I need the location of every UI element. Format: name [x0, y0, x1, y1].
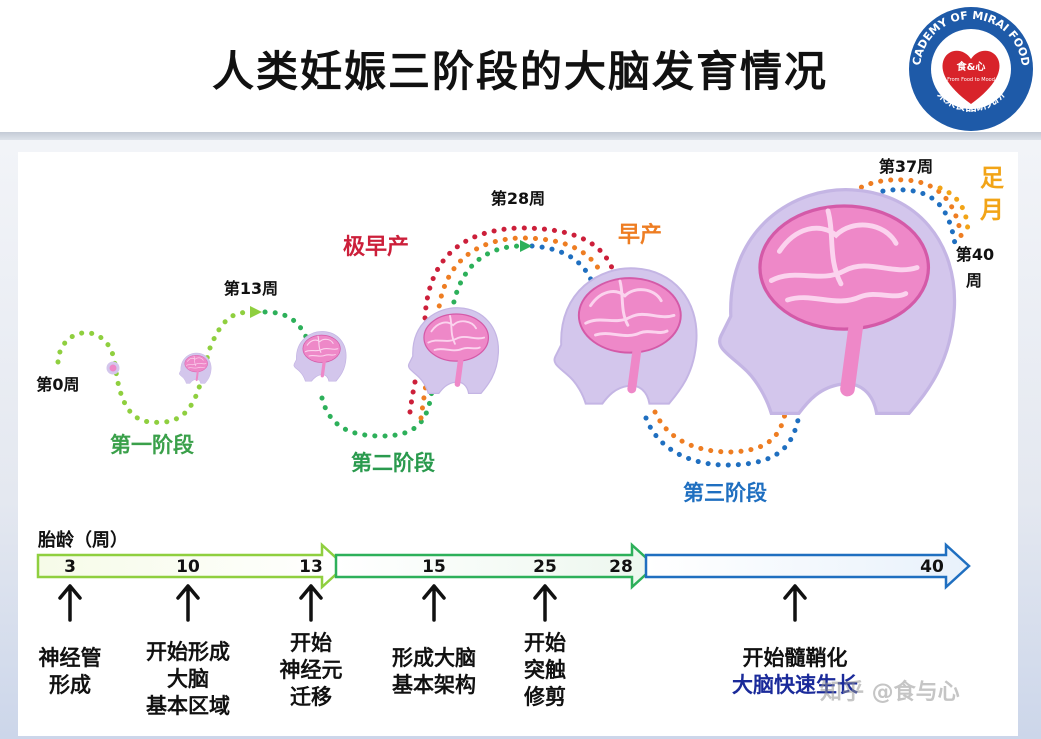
annotation-myelination: 开始髓鞘化大脑快速生长 — [732, 646, 858, 697]
tick-28: 28 — [609, 557, 633, 577]
up-arrow-icon — [533, 584, 557, 622]
brain-stem — [840, 308, 865, 397]
late-curve-blue — [843, 187, 958, 247]
logo-heart-subtext: From Food to Mood — [947, 77, 995, 83]
annotation-synaptic-pruning: 开始突触修剪 — [524, 631, 566, 709]
tick-25: 25 — [533, 557, 557, 577]
full-term-label-line2: 月 — [979, 196, 1004, 224]
brain-stem — [320, 357, 327, 378]
week-28-label: 第28周 — [491, 189, 545, 208]
tick-10: 10 — [176, 557, 200, 577]
stage3-label: 第三阶段 — [683, 481, 767, 505]
brain-stem — [454, 353, 464, 387]
up-arrow-icon — [783, 584, 807, 622]
logo-heart-text: 食&心 — [956, 60, 986, 73]
extreme-preterm-curve-high — [422, 225, 615, 321]
page-title: 人类妊娠三阶段的大脑发育情况 — [211, 47, 828, 96]
annotation-neuron-migration: 开始神经元迁移 — [279, 631, 343, 709]
extreme-preterm-label: 极早产 — [343, 235, 409, 260]
full-term-label-line1: 足 — [980, 164, 1004, 192]
brain-head-week-10 — [179, 352, 212, 384]
stage1-arrow-icon — [250, 306, 262, 318]
up-arrow-icon — [299, 584, 323, 622]
brain-head-week-28 — [553, 267, 698, 405]
brain-stem — [195, 369, 199, 382]
embryo-brain-icon — [106, 361, 120, 375]
preterm-label: 早产 — [618, 223, 662, 248]
preterm-curve-stage3 — [652, 409, 788, 455]
stage2-arrow-icon — [520, 240, 532, 252]
brain-folds — [304, 335, 339, 357]
preterm-curve-high — [435, 235, 605, 319]
week-40-label-line2: 周 — [966, 271, 982, 290]
up-arrow-icon — [58, 584, 82, 622]
brain-stem — [627, 340, 643, 394]
tick-13: 13 — [299, 557, 323, 577]
stage3-curve-low — [643, 415, 801, 468]
academy-logo: ACADEMY OF MIRAI FOODS 未来食品研究所 食&心 From … — [906, 4, 1033, 131]
brain-folds — [185, 355, 207, 369]
up-arrow-icon — [176, 584, 200, 622]
watermark: 知乎 @食与心 — [820, 680, 960, 705]
full-term-curve — [937, 185, 971, 239]
stage1-label: 第一阶段 — [110, 433, 194, 457]
brain-folds — [584, 279, 676, 338]
stage2-curve-high — [449, 243, 521, 315]
tick-15: 15 — [422, 557, 446, 577]
up-arrow-icon — [422, 584, 446, 622]
week-37-label: 第37周 — [879, 157, 933, 176]
tick-40: 40 — [920, 557, 944, 577]
header-divider — [0, 132, 1041, 140]
brain-head-week-37 — [718, 188, 957, 416]
header — [0, 0, 1041, 132]
heart-icon — [942, 50, 1000, 104]
annotation-neural-tube: 神经管形成 — [38, 646, 102, 697]
tick-3: 3 — [64, 557, 76, 577]
annotation-brain-architecture: 形成大脑基本架构 — [392, 646, 476, 697]
timeline-axis-label: 胎龄（周） — [38, 529, 128, 551]
week-13-label: 第13周 — [224, 279, 278, 298]
stage2-label: 第二阶段 — [351, 451, 435, 475]
timeline-segment-stage3 — [644, 542, 971, 590]
annotation-brain-regions: 开始形成大脑基本区域 — [146, 640, 230, 718]
brain-folds — [768, 208, 920, 304]
brain-heads — [106, 188, 957, 416]
week-0-label: 第0周 — [36, 375, 79, 394]
week-40-label-line1: 第40 — [956, 245, 994, 264]
brain-folds — [427, 314, 486, 352]
stage2-curve-low — [319, 387, 435, 439]
stage1-curve — [55, 309, 255, 425]
timeline-segment-stage1 — [36, 542, 347, 590]
stage3-curve-start — [529, 243, 595, 285]
brain-head-week-20 — [407, 307, 499, 395]
timeline-segment-stage2 — [334, 542, 657, 590]
brain-head-week-13 — [293, 331, 347, 382]
